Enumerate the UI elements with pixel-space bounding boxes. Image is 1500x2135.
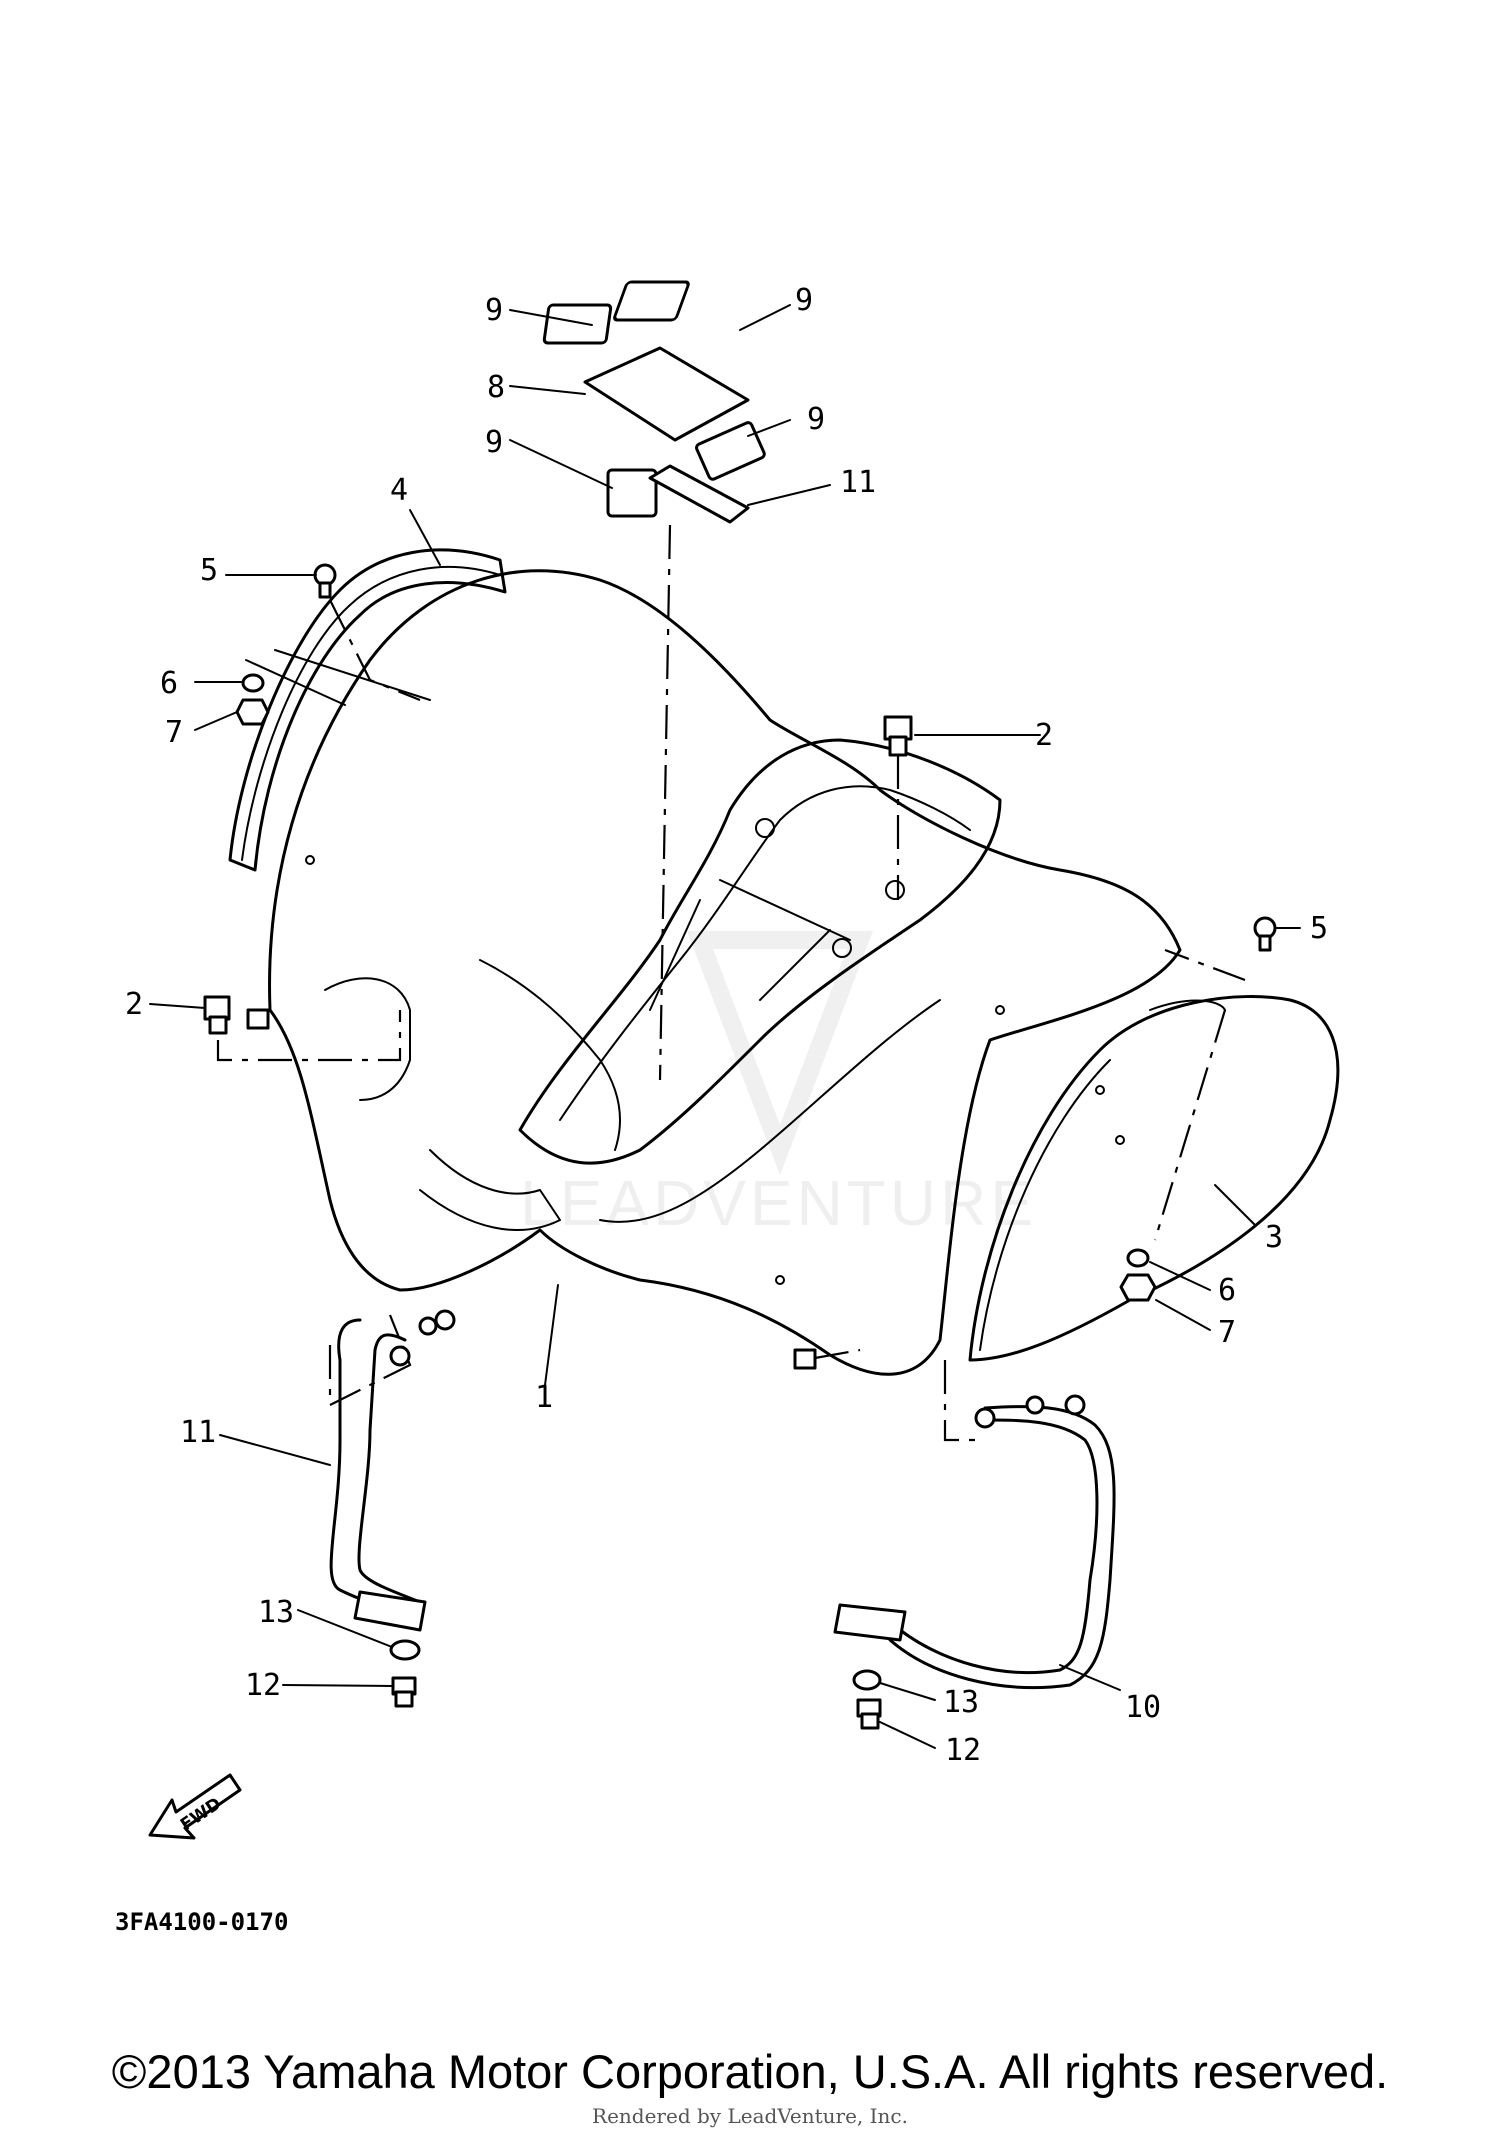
callout-5: 5 (200, 553, 218, 588)
washer-bolt-12-13-right (852, 1669, 882, 1730)
watermark-text: LEADVENTURE (520, 1167, 1037, 1239)
callout-6: 6 (1218, 1273, 1236, 1308)
callout-3: 3 (1265, 1220, 1283, 1255)
bolt-rear-center (793, 1348, 861, 1370)
reflector-9-right (695, 421, 766, 481)
callout-numbers: 9 9 8 9 9 11 4 5 6 7 2 5 2 3 6 7 1 11 10… (125, 283, 1328, 1768)
copyright-notice: ©2013 Yamaha Motor Corporation, U.S.A. A… (111, 2045, 1389, 2098)
washer-nut-6-7-right (1119, 1248, 1157, 1302)
diagram-code: 3FA4100-0170 (115, 1908, 288, 1936)
grab-bar-10-right (833, 1360, 1116, 1690)
reflector-9-left (606, 468, 658, 518)
callout-11: 11 (180, 1415, 216, 1450)
callout-13: 13 (258, 1595, 294, 1630)
callout-10: 10 (1125, 1690, 1161, 1725)
callout-8: 8 (487, 370, 505, 405)
rendered-by-notice: Rendered by LeadVenture, Inc. (592, 2104, 908, 2128)
grab-bar-11-left (328, 1309, 456, 1632)
callout-9: 9 (485, 293, 503, 328)
callout-9: 9 (485, 425, 503, 460)
callout-7: 7 (1218, 1315, 1236, 1350)
screw-5-left (313, 563, 421, 702)
reflector-9-top-right (613, 280, 690, 322)
callout-7: 7 (165, 715, 183, 750)
right-fender-flap-3 (968, 995, 1340, 1362)
callout-2: 2 (125, 987, 143, 1022)
callout-4: 4 (390, 473, 408, 508)
reflector-group (542, 280, 766, 524)
plate-8 (583, 346, 750, 442)
forward-arrow: FWD (148, 1773, 242, 1840)
callout-6: 6 (160, 666, 178, 701)
callout-12: 12 (245, 1668, 281, 1703)
callout-13: 13 (943, 1685, 979, 1720)
callout-5: 5 (1310, 911, 1328, 946)
screw-5-right (1164, 916, 1277, 982)
strip-11 (648, 464, 750, 524)
callout-11: 11 (840, 465, 876, 500)
callout-9: 9 (795, 283, 813, 318)
bolt-2-right (883, 715, 913, 900)
callout-9: 9 (807, 402, 825, 437)
callout-2: 2 (1035, 718, 1053, 753)
rear-fender-body-1 (268, 569, 1182, 1376)
washer-bolt-12-13-left (389, 1639, 421, 1708)
left-fender-flap-4 (228, 548, 507, 872)
leader-lines (149, 304, 1301, 1749)
bolt-front-left (246, 1008, 270, 1030)
bolt-2-left (203, 995, 402, 1062)
reflector-9-top-left (542, 303, 613, 345)
leadventure-watermark: LEADVENTURE (520, 931, 1037, 1239)
callout-1: 1 (535, 1380, 553, 1415)
callout-12: 12 (945, 1733, 981, 1768)
